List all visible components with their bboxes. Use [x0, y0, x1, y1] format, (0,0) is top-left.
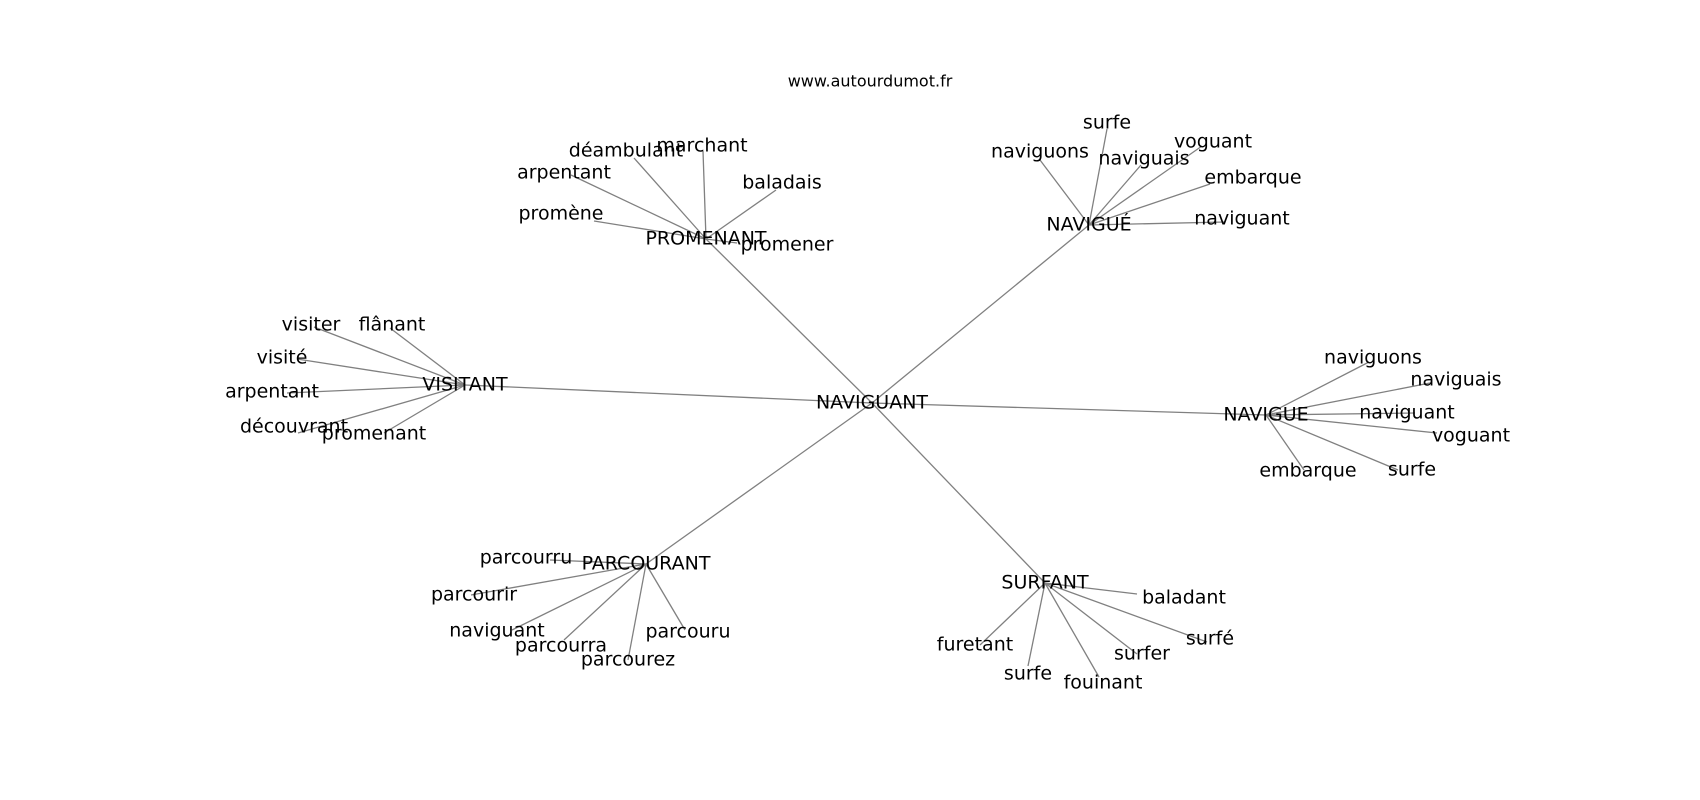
center-edge — [871, 224, 1090, 404]
word-edge — [705, 189, 777, 240]
word-edge — [297, 384, 466, 434]
word-node[interactable]: naviguais — [1410, 369, 1501, 391]
word-edge — [1044, 582, 1100, 678]
hub-node[interactable]: PROMENANT — [645, 228, 766, 250]
center-node[interactable]: NAVIGUANT — [816, 392, 928, 414]
word-node[interactable]: naviguant — [1359, 402, 1454, 424]
word-node[interactable]: promène — [518, 203, 603, 225]
hub-node[interactable]: NAVIGUE — [1223, 404, 1308, 426]
word-edge — [296, 358, 466, 386]
word-node[interactable]: arpentant — [225, 381, 319, 403]
word-edge — [1265, 414, 1399, 471]
word-edge — [549, 559, 647, 565]
word-node[interactable]: flânant — [359, 314, 426, 336]
word-edge — [570, 174, 707, 240]
word-node[interactable]: promener — [741, 234, 834, 256]
word-edge — [645, 563, 686, 631]
word-node[interactable]: fouinant — [1064, 672, 1143, 694]
hub-node[interactable]: PARCOURANT — [582, 553, 711, 575]
word-edge — [563, 563, 647, 641]
word-edge — [979, 582, 1046, 646]
word-node[interactable]: arpentant — [517, 162, 611, 184]
word-node[interactable]: visiter — [282, 314, 341, 336]
word-node[interactable]: surfé — [1186, 628, 1234, 650]
center-edge — [705, 238, 873, 404]
hub-node[interactable]: VISITANT — [422, 374, 508, 396]
word-edge — [1044, 582, 1138, 655]
edges — [286, 128, 1438, 678]
word-node[interactable]: marchant — [656, 135, 747, 157]
word-edge — [1044, 582, 1138, 595]
word-edge — [1027, 582, 1046, 667]
word-node[interactable]: découvrant — [240, 416, 348, 438]
center-edge — [871, 402, 1267, 416]
word-edge — [389, 327, 466, 386]
word-node[interactable]: embarque — [1259, 460, 1356, 482]
word-node[interactable]: voguant — [1432, 425, 1510, 447]
center-edge — [645, 402, 873, 565]
word-edge — [1265, 361, 1370, 416]
word-edge — [1088, 128, 1108, 226]
word-edge — [1265, 382, 1431, 416]
word-edge — [627, 563, 647, 661]
word-node[interactable]: baladant — [1142, 587, 1226, 609]
word-edge — [313, 326, 466, 386]
word-edge — [511, 563, 647, 631]
word-edge — [1088, 221, 1226, 226]
center-edge — [871, 402, 1046, 584]
word-node[interactable]: naviguons — [991, 141, 1089, 163]
word-node[interactable]: naviguant — [1194, 208, 1289, 230]
word-edge — [383, 384, 466, 434]
word-edge — [1044, 582, 1208, 643]
hub-node[interactable]: NAVIGUÉ — [1046, 213, 1131, 236]
word-edge — [593, 220, 707, 240]
word-edge — [1265, 414, 1305, 471]
word-node[interactable]: visité — [257, 347, 308, 369]
word-edge — [1088, 183, 1211, 226]
word-node[interactable]: surfe — [1388, 459, 1436, 481]
word-node[interactable]: naviguant — [449, 620, 544, 642]
word-node[interactable]: déambulant — [569, 140, 683, 162]
word-edge — [286, 384, 466, 394]
word-edge — [702, 150, 707, 240]
word-node[interactable]: voguant — [1174, 131, 1252, 153]
word-node[interactable]: parcourra — [515, 635, 607, 657]
word-edge — [1088, 145, 1203, 226]
word-edge — [633, 157, 707, 240]
word-node[interactable]: parcourez — [581, 649, 675, 671]
word-edge — [1265, 414, 1438, 434]
hub-node[interactable]: SURFANT — [1001, 572, 1089, 594]
word-node[interactable]: embarque — [1204, 167, 1301, 189]
word-edge — [1265, 412, 1416, 416]
word-node[interactable]: surfe — [1004, 663, 1052, 685]
word-node[interactable]: furetant — [937, 634, 1013, 656]
center-edge — [464, 384, 873, 404]
site-watermark: www.autourdumot.fr — [788, 72, 953, 91]
word-node[interactable]: surfe — [1083, 112, 1131, 134]
word-node[interactable]: promenant — [322, 423, 426, 445]
word-edge — [705, 238, 738, 244]
word-node[interactable]: parcourru — [480, 547, 573, 569]
word-node[interactable]: baladais — [742, 172, 822, 194]
word-node[interactable]: parcourir — [431, 584, 517, 606]
word-edge — [1039, 159, 1090, 226]
word-node[interactable]: naviguons — [1324, 347, 1422, 369]
word-node[interactable]: naviguais — [1098, 148, 1189, 170]
word-node[interactable]: surfer — [1114, 643, 1170, 665]
word-node[interactable]: parcouru — [645, 621, 730, 643]
word-edge — [1088, 164, 1142, 226]
word-edge — [470, 563, 647, 596]
